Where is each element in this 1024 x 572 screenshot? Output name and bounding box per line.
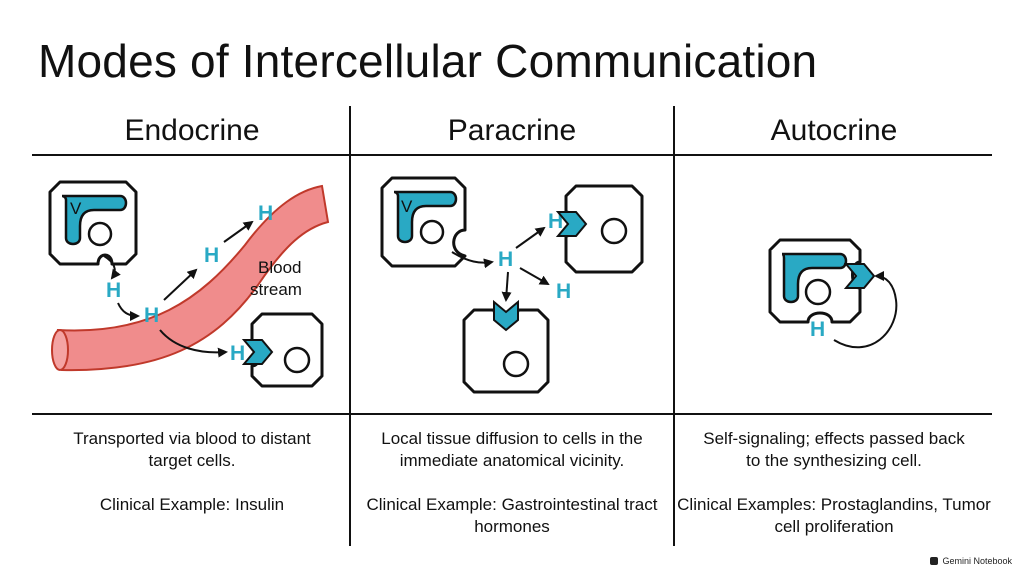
- vesicle-label: V: [70, 199, 82, 218]
- hormone-label: H: [810, 318, 825, 341]
- heading-paracrine: Paracrine: [447, 114, 577, 147]
- clinical-example: Clinical Example: Insulin: [99, 495, 285, 514]
- hormone-label: H: [498, 248, 513, 271]
- blood-vessel-icon: [51, 184, 330, 372]
- description-text: Local tissue diffusion to cells in the i…: [381, 429, 643, 470]
- description-autocrine: Self-signaling; effects passed back to t…: [674, 428, 994, 538]
- hormone-label: H: [144, 304, 159, 327]
- watermark-text: Gemini Notebook: [942, 556, 1012, 566]
- cell-icon: [250, 312, 324, 388]
- blood-label-1: Blood: [258, 258, 301, 277]
- watermark: Gemini Notebook: [930, 556, 1012, 566]
- hormone-label: H: [204, 244, 219, 267]
- cell-icon: [768, 238, 862, 324]
- blood-label-2: stream: [250, 280, 302, 299]
- hormone-label: H: [106, 279, 121, 302]
- heading-endocrine: Endocrine: [124, 114, 260, 147]
- hormone-label: H: [548, 210, 563, 233]
- notebook-icon: [930, 557, 939, 565]
- receptor-icon: [241, 339, 274, 365]
- clinical-example: Clinical Examples: Prostaglandins, Tumor…: [677, 495, 991, 536]
- clinical-example: Clinical Example: Gastrointestinal tract…: [366, 495, 658, 536]
- receptor-icon: [493, 299, 519, 332]
- vesicle-label: V: [401, 197, 413, 216]
- hormone-label: H: [556, 280, 571, 303]
- hormone-label: H: [230, 342, 245, 365]
- description-text: Transported via blood to distant target …: [73, 429, 311, 470]
- receptor-icon: [843, 263, 876, 289]
- heading-autocrine: Autocrine: [770, 114, 898, 147]
- receptor-icon: [555, 211, 588, 237]
- page-title: Modes of Intercellular Communication: [38, 35, 818, 87]
- description-text: Self-signaling; effects passed back to t…: [703, 429, 965, 470]
- description-endocrine: Transported via blood to distant target …: [32, 428, 352, 516]
- cell-icon: [48, 180, 138, 266]
- cell-icon: [380, 176, 467, 268]
- hormone-label: H: [258, 202, 273, 225]
- description-paracrine: Local tissue diffusion to cells in the i…: [352, 428, 672, 538]
